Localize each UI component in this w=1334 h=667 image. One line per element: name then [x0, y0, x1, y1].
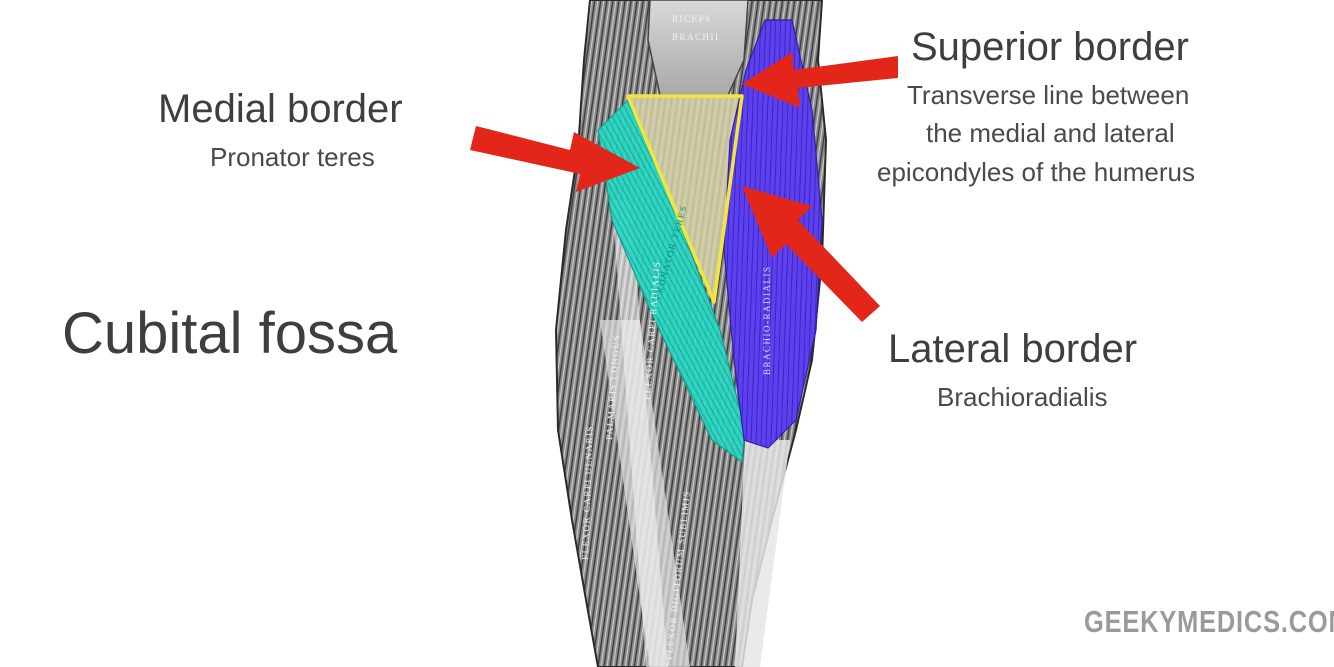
medial-border-sub: Pronator teres [210, 141, 375, 173]
lateral-border-sub: Brachioradialis [937, 381, 1108, 413]
superior-border-sub-line-1: Transverse line between [907, 79, 1189, 111]
superior-border-sub-line-2: the medial and lateral [926, 117, 1175, 149]
label-biceps-top: BICEPS [672, 14, 712, 24]
label-brachioradialis: BRACHIO-RADIALIS [762, 266, 772, 376]
superior-border-title: Superior border [911, 24, 1189, 70]
superior-border-sub-line-3: epicondyles of the humerus [877, 156, 1195, 188]
watermark-logo: GEEKYMEDICS.COM [1084, 604, 1334, 640]
medial-border-title: Medial border [158, 86, 403, 132]
diagram-title: Cubital fossa [62, 302, 397, 366]
label-biceps-bottom: BRACHII [672, 32, 720, 42]
lateral-border-title: Lateral border [888, 326, 1137, 372]
